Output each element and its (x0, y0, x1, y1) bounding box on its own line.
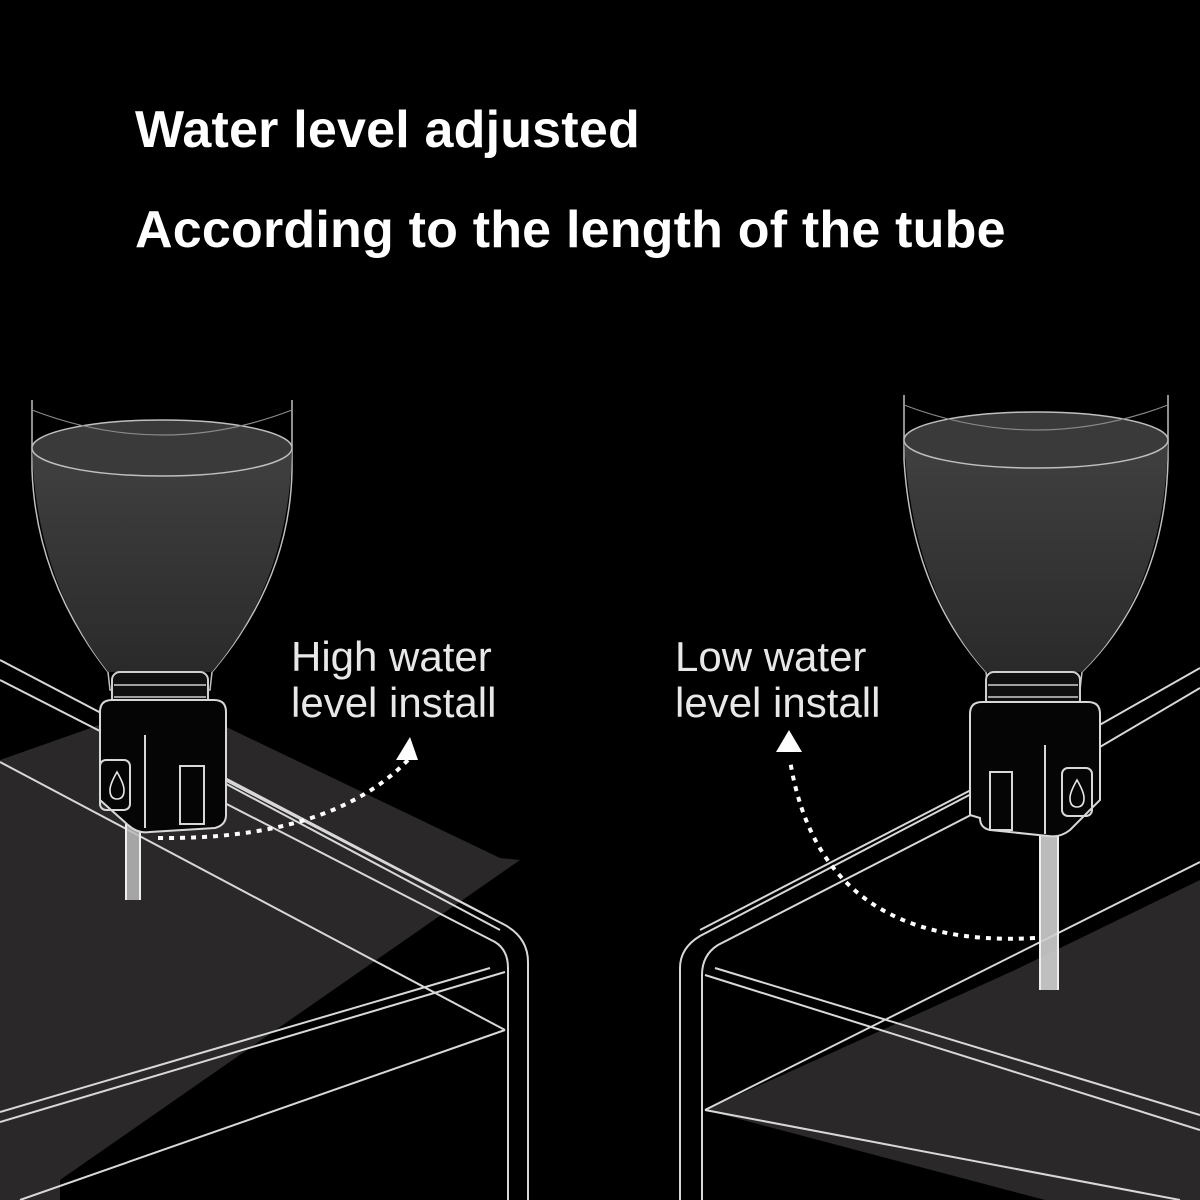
dotted-arrow-right (788, 759, 1036, 941)
water-drop-icon (109, 770, 125, 800)
water-drop-icon (1069, 778, 1085, 808)
low-water-level-label: Low water level install (675, 634, 880, 726)
low-water-label-line-1: Low water (675, 633, 867, 680)
high-water-label-line-1: High water (291, 633, 492, 680)
feeder-right (969, 701, 1101, 838)
bottle-left (31, 400, 293, 711)
left-tank (0, 400, 529, 1200)
high-water-level-label: High water level install (291, 634, 496, 726)
tube-left (126, 820, 140, 900)
arrow-head-right (776, 730, 802, 752)
heading-line-1: Water level adjusted (135, 101, 640, 159)
high-water-label-line-2: level install (291, 679, 497, 726)
right-tank (679, 395, 1200, 1200)
bottle-right (903, 395, 1169, 711)
feeder-left (99, 699, 227, 834)
tube-right (1040, 830, 1058, 990)
heading-line-2: According to the length of the tube (135, 201, 1006, 259)
low-water-label-line-2: level install (675, 679, 881, 726)
arrow-head-left (396, 737, 418, 760)
